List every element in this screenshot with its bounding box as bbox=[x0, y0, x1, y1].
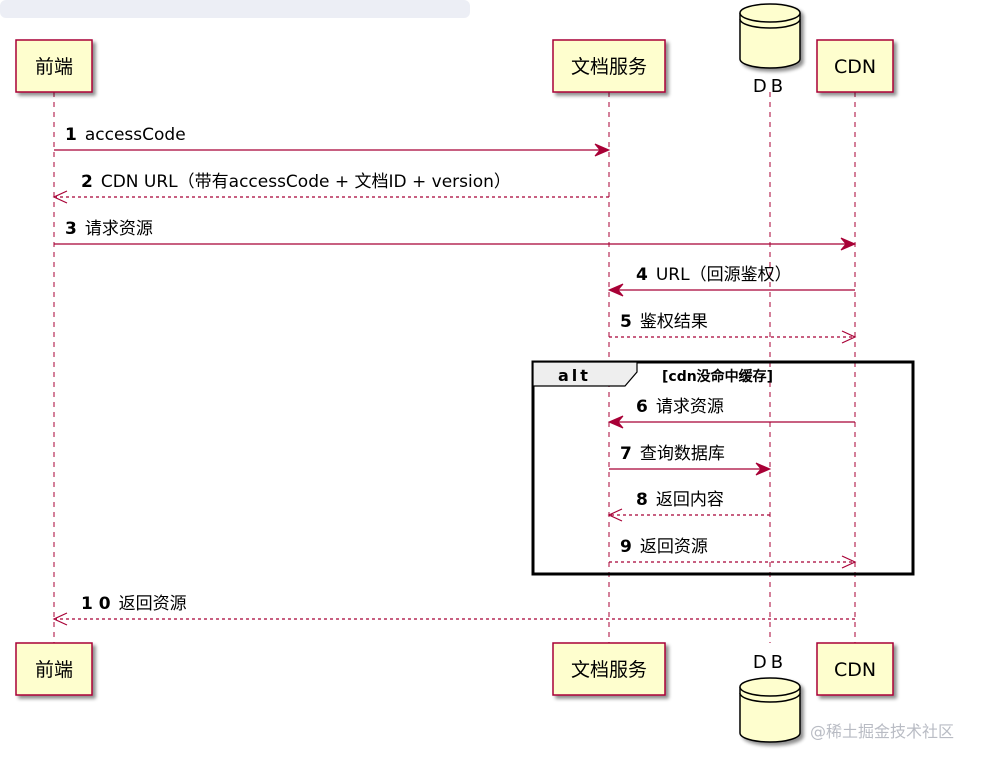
participant-box bbox=[552, 39, 666, 93]
participant-label: 文档服务 bbox=[571, 659, 647, 681]
participant-box bbox=[15, 39, 93, 93]
participant-box bbox=[816, 39, 894, 93]
message-label: 3 请求资源 bbox=[65, 219, 153, 239]
participant-cdn-top: CDN bbox=[816, 39, 894, 93]
message-text: 返回资源 bbox=[640, 537, 708, 557]
message-2: 2 CDN URL（带有accessCode + 文档ID + version） bbox=[52, 172, 609, 204]
participant-docsvc-bottom: 文档服务 bbox=[552, 642, 666, 696]
message-text: URL（回源鉴权） bbox=[656, 265, 792, 285]
message-text: 返回资源 bbox=[119, 594, 187, 614]
participant-docsvc-top: 文档服务 bbox=[552, 39, 666, 93]
message-text: 查询数据库 bbox=[640, 444, 725, 464]
message-10: 1 0 返回资源 bbox=[52, 594, 855, 626]
db-cylinder-top bbox=[739, 3, 801, 69]
message-seq: 3 bbox=[65, 219, 77, 239]
message-label: 6 请求资源 bbox=[636, 397, 724, 417]
message-text: 鉴权结果 bbox=[640, 312, 708, 332]
participant-box bbox=[552, 642, 666, 696]
top-blur-decoration bbox=[0, 0, 470, 18]
message-label: 1 accessCode bbox=[65, 125, 186, 145]
message-seq: 7 bbox=[620, 444, 632, 464]
message-arrow-head bbox=[52, 612, 68, 626]
message-seq: 5 bbox=[620, 312, 632, 332]
participant-label: CDN bbox=[834, 659, 876, 681]
participant-cdn-bottom: CDN bbox=[816, 642, 894, 696]
message-arrow-head bbox=[607, 415, 624, 429]
message-seq: 1 bbox=[65, 125, 77, 145]
lifelines bbox=[53, 92, 856, 643]
alt-frame-border bbox=[531, 360, 915, 576]
message-label: 2 CDN URL（带有accessCode + 文档ID + version） bbox=[81, 172, 511, 192]
participant-box bbox=[15, 642, 93, 696]
message-label: 1 0 返回资源 bbox=[81, 594, 187, 614]
participant-label: CDN bbox=[834, 56, 876, 78]
participant-label: 文档服务 bbox=[571, 56, 647, 78]
message-label: 9 返回资源 bbox=[620, 537, 708, 557]
message-arrow-head bbox=[607, 283, 624, 297]
message-text: 请求资源 bbox=[656, 397, 724, 417]
message-3: 3 请求资源 bbox=[54, 219, 857, 251]
db-cylinder-rim bbox=[739, 12, 801, 29]
message-label: 7 查询数据库 bbox=[620, 444, 725, 464]
participant-frontend-bottom: 前端 bbox=[15, 642, 93, 696]
message-arrow-head bbox=[755, 462, 772, 476]
message-arrow-head bbox=[840, 237, 857, 251]
alt-frame-label: alt bbox=[558, 366, 591, 385]
participant-label-db-bottom: DB bbox=[753, 652, 787, 673]
message-seq: 6 bbox=[636, 397, 648, 417]
message-6: 6 请求资源 bbox=[607, 397, 855, 429]
alt-frame: alt [cdn没命中缓存] bbox=[531, 360, 915, 576]
participant-label: 前端 bbox=[35, 659, 73, 681]
message-text: CDN URL（带有accessCode + 文档ID + version） bbox=[101, 172, 511, 192]
message-seq: 9 bbox=[620, 537, 632, 557]
message-4: 4 URL（回源鉴权） bbox=[607, 265, 855, 297]
alt-frame-guard: [cdn没命中缓存] bbox=[662, 368, 773, 385]
message-5: 5 鉴权结果 bbox=[609, 312, 857, 344]
message-8: 8 返回内容 bbox=[607, 490, 770, 522]
db-cylinder-rim bbox=[739, 686, 801, 703]
participant-label-db-top: DB bbox=[753, 76, 787, 97]
message-seq: 1 0 bbox=[81, 594, 111, 614]
watermark: @稀土掘金技术社区 bbox=[810, 722, 954, 741]
message-text: 请求资源 bbox=[85, 219, 153, 239]
message-seq: 2 bbox=[81, 172, 93, 192]
message-1: 1 accessCode bbox=[54, 125, 611, 157]
participant-label: 前端 bbox=[35, 56, 73, 78]
message-arrow-head bbox=[52, 190, 68, 204]
message-arrow-head bbox=[841, 555, 857, 569]
participant-frontend-top: 前端 bbox=[15, 39, 93, 93]
message-text: 返回内容 bbox=[656, 490, 724, 510]
message-arrow-head bbox=[594, 143, 611, 157]
message-seq: 8 bbox=[636, 490, 648, 510]
message-7: 7 查询数据库 bbox=[609, 444, 772, 476]
message-arrow-head bbox=[841, 330, 857, 344]
messages: 1 accessCode 2 CDN URL（带有accessCode + 文档ID … bbox=[52, 125, 857, 626]
message-9: 9 返回资源 bbox=[609, 537, 857, 569]
message-seq: 4 bbox=[636, 265, 648, 285]
db-cylinder-bottom bbox=[739, 677, 801, 743]
message-label: 5 鉴权结果 bbox=[620, 312, 708, 332]
message-arrow-head bbox=[607, 508, 623, 522]
message-text: accessCode bbox=[85, 125, 186, 145]
alt-frame-tab bbox=[532, 361, 638, 387]
message-label: 4 URL（回源鉴权） bbox=[636, 265, 792, 285]
message-label: 8 返回内容 bbox=[636, 490, 724, 510]
participant-box bbox=[816, 642, 894, 696]
